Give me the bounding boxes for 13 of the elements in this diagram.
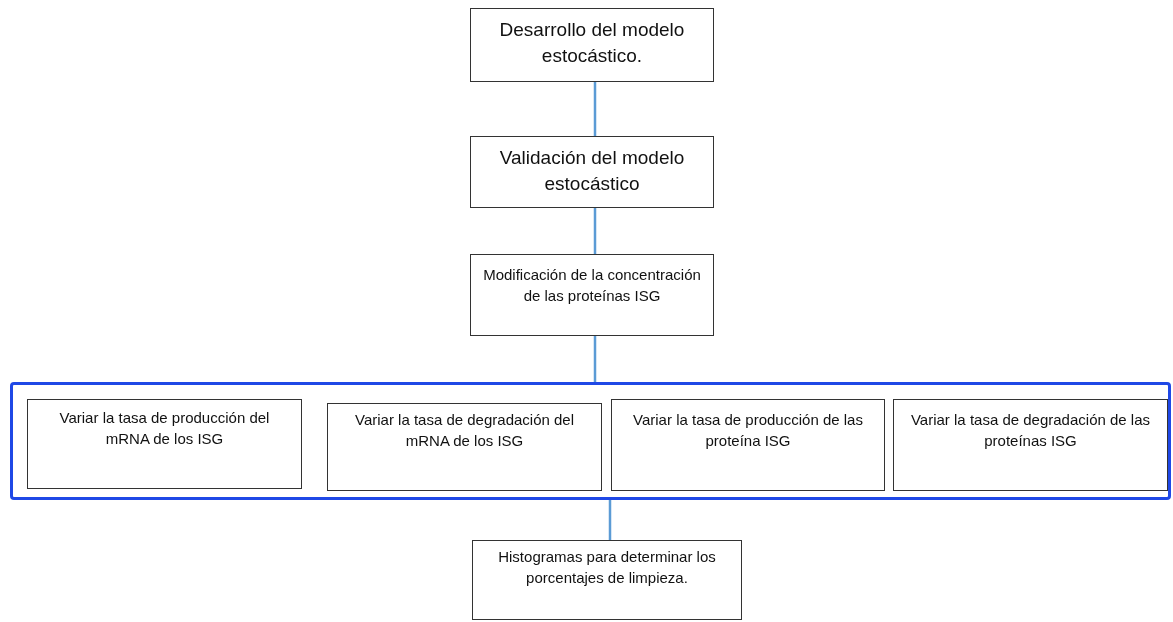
group-frame xyxy=(10,382,1171,500)
process-box: Variar la tasa de degradación del mRNA de los ISG xyxy=(327,403,602,491)
process-box: Variar la tasa de degradación de las proteínas ISG xyxy=(893,399,1168,491)
connector-line xyxy=(593,336,597,382)
process-box: Variar la tasa de producción de las proteína ISG xyxy=(611,399,885,491)
process-box: Histogramas para determinar los porcentajes de limpieza. xyxy=(472,540,742,620)
process-box: Desarrollo del modelo estocástico. xyxy=(470,8,714,82)
process-box: Validación del modelo estocástico xyxy=(470,136,714,208)
connector-line xyxy=(593,82,597,136)
connector-line xyxy=(593,208,597,254)
process-box: Variar la tasa de producción del mRNA de los ISG xyxy=(27,399,302,489)
connector-line xyxy=(608,500,612,540)
process-box: Modificación de la concentración de las proteínas ISG xyxy=(470,254,714,336)
